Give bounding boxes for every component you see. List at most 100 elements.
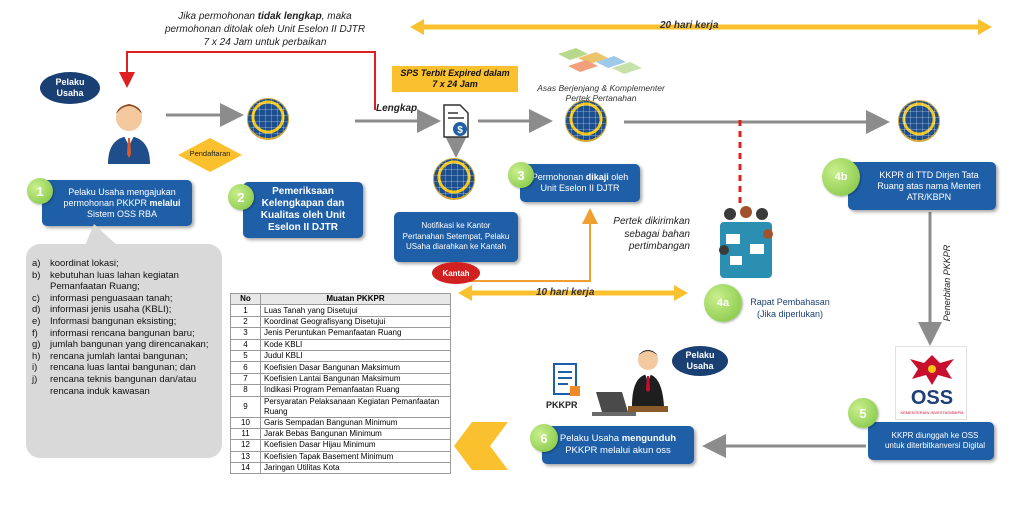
atr-bpn-logo-icon-step3 <box>565 100 607 142</box>
pkkpr-label: PKKPR <box>546 400 578 410</box>
requirement-key: f) <box>32 327 38 339</box>
penerbitan-label-wrap: Penerbitan PKKPR <box>938 240 954 330</box>
requirement-key: i) <box>32 362 38 374</box>
atr-bpn-logo-icon-step4b <box>898 100 940 142</box>
requirement-text: informasi rencana bangunan baru; <box>50 327 195 339</box>
table-cell-no: 6 <box>230 361 261 374</box>
table-cell-muatan: Koefisien Tapak Basement Minimum <box>260 450 451 464</box>
requirement-item: f) informasi rencana bangunan baru; <box>32 328 220 340</box>
step-2-box: Pemeriksaan Kelengkapan dan Kualitas ole… <box>243 182 363 238</box>
layered-maps-icon <box>558 48 642 74</box>
requirement-key: d) <box>32 304 41 316</box>
requirement-text: informasi jenis usaha (KBLI); <box>50 304 172 316</box>
table-cell-muatan: Jarak Bebas Bangunan Minimum <box>260 427 451 441</box>
requirement-item: b)kebutuhan luas lahan kegiatan Pemanfaa… <box>32 270 220 293</box>
atr-bpn-logo-icon-notif <box>433 158 475 200</box>
table-cell-no: 5 <box>230 349 261 363</box>
table-cell-muatan: Kode KBLI <box>260 338 451 351</box>
table-cell-no: 13 <box>230 450 261 464</box>
table-cell-muatan: Jenis Peruntukan Pemanfaatan Ruang <box>260 327 451 340</box>
table-cell-muatan: Indikasi Program Pemanfaatan Ruang <box>260 384 451 397</box>
table-cell-muatan: Persyaratan Pelaksanaan Kegiatan Pemanfa… <box>260 395 451 418</box>
step-3-badge: 3 <box>508 162 534 188</box>
document-dollar-icon: $ <box>443 104 469 138</box>
step-1-box: Pelaku Usaha mengajukan permohonan PKKPR… <box>42 180 192 226</box>
requirement-item: h)rencana jumlah lantai bangunan; <box>32 351 220 363</box>
table-cell-muatan: Koefisien Lantai Bangunan Maksimum <box>260 372 451 386</box>
twenty-days-label: 20 hari kerja <box>660 20 719 31</box>
table-cell-muatan: Judul KBLI <box>260 349 451 363</box>
panel-pointer <box>84 224 120 248</box>
chevron-left-icon <box>454 422 508 470</box>
requirement-item: c) informasi penguasaan tanah; <box>32 293 220 305</box>
table-cell-muatan: Koefisien Dasar Hijau Minimum <box>260 439 451 452</box>
notification-box: Notifikasi ke Kantor Pertanahan Setempat… <box>394 212 518 262</box>
requirement-key: b) <box>32 269 41 281</box>
requirement-text: jumlah bangunan yang direncanakan; <box>50 339 209 351</box>
table-cell-muatan: Koefisien Dasar Bangunan Maksimum <box>260 361 451 374</box>
oss-logo: OSS KEMENTERIAN INVESTASI/BKPM <box>895 346 967 420</box>
person-laptop-icon <box>592 350 668 416</box>
table-cell-no: 14 <box>230 462 261 475</box>
meeting-icon <box>719 206 773 278</box>
requirement-key: j) <box>32 373 38 385</box>
requirements-list: a)koordinat lokasi;b)kebutuhan luas laha… <box>32 258 220 397</box>
table-cell-muatan: Garis Sempadan Bangunan Minimum <box>260 416 451 429</box>
rejection-note: Jika permohonan tidak lengkap, maka perm… <box>164 11 366 48</box>
atr-bpn-logo-icon <box>247 98 289 140</box>
requirement-item: j) rencana teknis bangunan dan/atau renca… <box>32 374 220 397</box>
step-3-box: Permohonan dikaji oleh Unit Eselon II DJ… <box>520 164 640 202</box>
rejection-arrow <box>119 51 376 110</box>
garuda-icon <box>910 355 954 385</box>
pkkpr-document-icon <box>553 363 580 396</box>
pendaftaran-diamond: Pendaftaran <box>178 138 242 172</box>
step-5-box: KKPR diunggah ke OSS untuk diterbitkanve… <box>868 422 994 460</box>
kantah-badge: Kantah <box>432 262 480 284</box>
requirement-key: c) <box>32 292 40 304</box>
step-4a-badge: 4a <box>704 284 742 322</box>
table-cell-no: 2 <box>230 315 261 329</box>
requirement-key: g) <box>32 339 41 351</box>
table-cell-muatan: Luas Tanah yang Disetujui <box>260 304 451 317</box>
table-cell-muatan: Jaringan Utilitas Kota <box>260 462 451 475</box>
table-cell-no: 4 <box>230 338 261 351</box>
step-4b-box: KKPR di TTD Dirjen Tata Ruang atas nama … <box>848 162 996 210</box>
table-cell-no: 9 <box>230 395 261 418</box>
requirement-text: informasi penguasaan tanah; <box>50 292 173 304</box>
requirement-text: rencana teknis bangunan dan/atau rencana… <box>50 373 197 397</box>
step-1-badge: 1 <box>27 178 53 204</box>
table-cell-no: 11 <box>230 427 261 441</box>
table-cell-no: 3 <box>230 327 261 340</box>
table-cell-no: 10 <box>230 416 261 429</box>
penerbitan-label: Penerbitan PKKPR <box>942 244 952 322</box>
table-cell-no: 12 <box>230 439 261 452</box>
step-4a-text: Rapat Pembahasan(Jika diperlukan) <box>750 297 830 319</box>
requirement-text: rencana jumlah lantai bangunan; <box>50 350 188 362</box>
requirement-item: g) jumlah bangunan yang direncanakan; <box>32 339 220 351</box>
requirement-item: a)koordinat lokasi; <box>32 258 220 270</box>
requirement-item: d) informasi jenis usaha (KBLI); <box>32 304 220 316</box>
step-2-badge: 2 <box>228 184 254 210</box>
table-cell-no: 8 <box>230 384 261 397</box>
step-6-badge: 6 <box>530 424 558 452</box>
table-header-muatan: Muatan PKKPR <box>260 292 451 306</box>
table-cell-muatan: Koordinat Geografisyang Disetujui <box>260 315 451 329</box>
businessman-icon <box>108 104 150 164</box>
